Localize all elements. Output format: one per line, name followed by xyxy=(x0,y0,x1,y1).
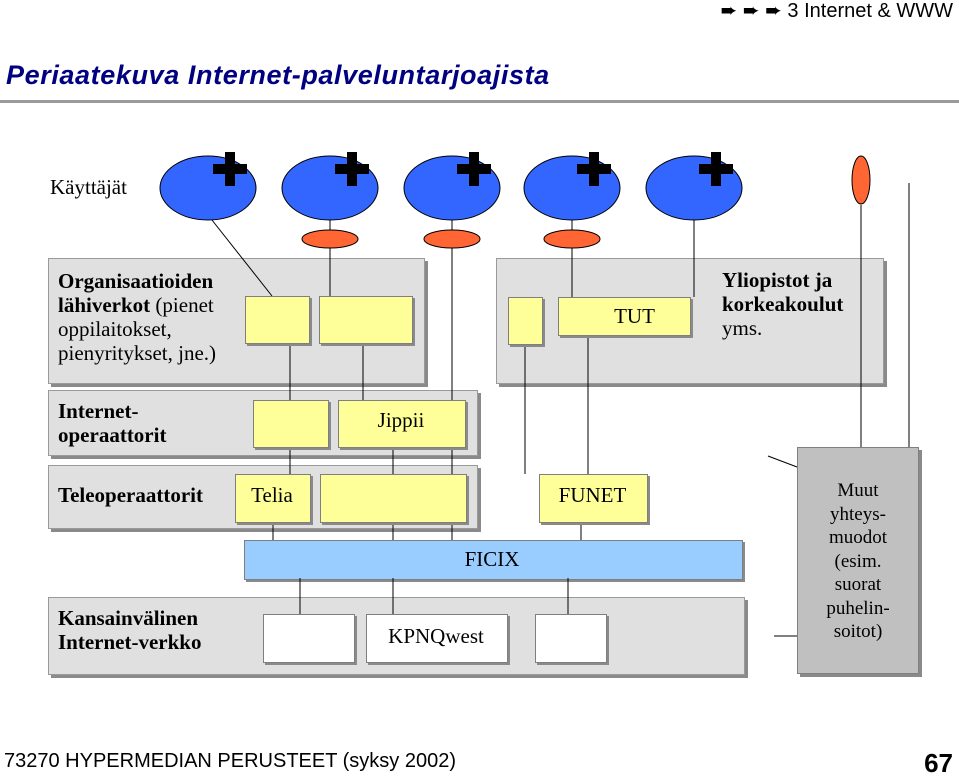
modem-icon xyxy=(423,229,481,249)
kpnqwest-box xyxy=(366,614,508,663)
plus-icon xyxy=(699,152,733,186)
university-label: Yliopistot ja korkeakoulut yms. xyxy=(722,268,843,340)
org-label-line3: oppilaitokset, xyxy=(58,317,172,341)
isp-label-line1: Internet- xyxy=(58,399,139,423)
section-title: 3 Internet & WWW xyxy=(787,0,953,22)
plus-icon xyxy=(457,152,491,186)
other-connections-label: Muut yhteys- muodot (esim. suorat puheli… xyxy=(797,479,919,644)
org-label-line2-rest: (pienet xyxy=(150,293,214,317)
international-label: Kansainvälinen Internet-verkko xyxy=(58,606,201,654)
ficix-label: FICIX xyxy=(464,547,520,571)
ficix-bar xyxy=(244,540,743,580)
org-label-line2-bold: lähiverkot xyxy=(58,293,151,317)
other-line5: suorat xyxy=(834,574,882,595)
other-line3: muodot xyxy=(828,527,888,548)
modem-icon xyxy=(301,229,359,249)
intl-label-line1: Kansainvälinen xyxy=(58,606,199,630)
isp-box xyxy=(253,400,329,448)
other-connections-box xyxy=(797,447,919,674)
other-line4: (esim. xyxy=(834,550,882,572)
org-label-line4: pienyritykset, jne.) xyxy=(58,341,217,365)
univ-label-line1: Yliopistot ja xyxy=(722,268,833,292)
other-line1: Muut xyxy=(837,480,879,501)
title-divider xyxy=(0,100,959,103)
telia-label: Telia xyxy=(251,483,293,507)
users-label: Käyttäjät xyxy=(50,175,127,199)
funet-box xyxy=(539,474,648,523)
other-line6: puhelin- xyxy=(826,597,890,619)
jippii-label: Jippii xyxy=(377,408,425,432)
intl-network-box xyxy=(535,614,607,663)
plus-icon xyxy=(577,152,611,186)
plus-icon xyxy=(213,152,247,186)
other-line7: soitot) xyxy=(833,621,883,642)
teleoperator-label: Teleoperaattorit xyxy=(58,483,204,507)
univ-label-line2: korkeakoulut xyxy=(722,292,844,316)
univ-network-box xyxy=(508,297,543,345)
jippii-box xyxy=(338,400,466,448)
org-networks-label: Organisaatioiden lähiverkot (pienet oppi… xyxy=(58,269,216,365)
user1-link xyxy=(207,214,273,297)
tut-box xyxy=(558,297,691,336)
arrow-icons: ➨ ➨ ➨ xyxy=(720,0,782,22)
kpnqwest-label: KPNQwest xyxy=(388,624,484,648)
isp-label-line2: operaattorit xyxy=(58,423,167,447)
intl-network-box xyxy=(263,614,355,663)
page-number: 67 xyxy=(924,748,953,778)
modem-icon xyxy=(851,155,871,205)
org-network-box xyxy=(319,296,413,344)
univ-label-line3: yms. xyxy=(722,316,763,340)
org-label-line1: Organisaatioiden xyxy=(58,269,214,293)
plus-icon xyxy=(335,152,369,186)
tut-label: TUT xyxy=(614,304,655,328)
teleoperator-box xyxy=(320,474,467,523)
course-footer: 73270 HYPERMEDIAN PERUSTEET (syksy 2002) xyxy=(4,750,457,772)
isp-label: Internet- operaattorit xyxy=(58,399,166,447)
page-title: Periaatekuva Internet-palveluntarjoajist… xyxy=(6,60,550,90)
funet-label: FUNET xyxy=(558,483,627,507)
intl-label-line2: Internet-verkko xyxy=(58,630,202,654)
section-header: ➨ ➨ ➨ 3 Internet & WWW xyxy=(720,0,953,23)
modem-icon xyxy=(543,229,601,249)
other-line2: yhteys- xyxy=(830,503,886,525)
org-label-line2: lähiverkot (pienet xyxy=(58,293,216,317)
org-network-box xyxy=(245,296,310,344)
telia-box xyxy=(235,474,311,523)
